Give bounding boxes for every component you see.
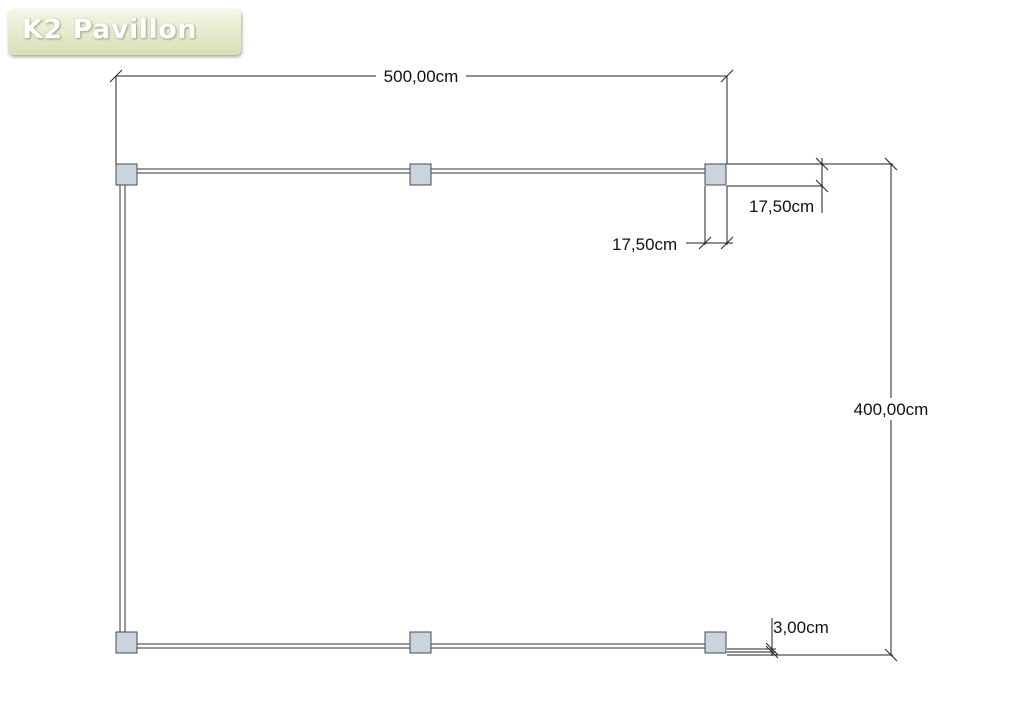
dimension-width-label: 500,00cm xyxy=(384,67,459,86)
dimension-post-depth: 17,50cm xyxy=(727,157,829,216)
dimension-depth-tick-bottom xyxy=(884,648,898,662)
dimension-post-depth-tick-bottom xyxy=(815,179,829,193)
dimension-post-width-tick-left xyxy=(698,236,712,250)
dimension-beam-offset-tick-top xyxy=(765,642,779,656)
dimension-width-tick-left xyxy=(109,69,123,83)
dimension-width-tick-right xyxy=(720,69,734,83)
dimension-depth-label-bg xyxy=(846,398,938,420)
dimension-post-width-tick-right xyxy=(720,236,734,250)
dimension-post-width: 17,50cm xyxy=(612,186,734,254)
post-top-middle xyxy=(409,163,432,186)
posts xyxy=(115,163,727,654)
dimension-width-label-bg xyxy=(376,66,466,86)
k2-pavillon-logo: K2 Pavillon xyxy=(8,9,241,55)
logo-text: K2 Pavillon xyxy=(22,14,198,45)
dimension-post-depth-tick-top xyxy=(815,157,829,171)
beam-left xyxy=(119,174,126,636)
dimension-beam-offset-label: 3,00cm xyxy=(773,618,829,637)
post-bottom-left xyxy=(115,631,138,654)
dimension-beam-offset-tick-bottom xyxy=(765,645,779,659)
post-bottom-middle xyxy=(409,631,432,654)
post-bottom-right xyxy=(704,631,727,654)
dimension-post-depth-label: 17,50cm xyxy=(749,197,814,216)
post-top-right xyxy=(704,163,727,186)
dimension-depth-tick-top xyxy=(884,157,898,171)
dimension-depth-label: 400,00cm xyxy=(854,400,929,419)
post-top-left xyxy=(115,163,138,186)
dimension-width: 500,00cm xyxy=(109,66,734,166)
dimension-beam-offset: 3,00cm xyxy=(727,618,829,659)
dimension-depth: 400,00cm xyxy=(727,157,938,662)
dimension-post-width-label: 17,50cm xyxy=(612,235,677,254)
